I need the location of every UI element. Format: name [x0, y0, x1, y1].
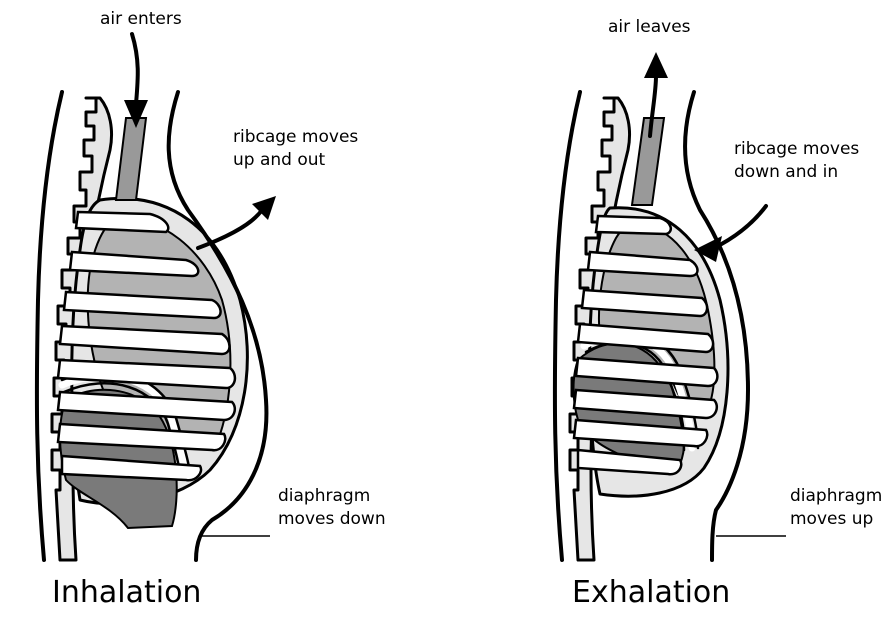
air-enters-label: air enters — [100, 9, 182, 29]
inhalation-panel: air enters ribcage moves up and out diap… — [37, 9, 386, 610]
air-leaves-label: air leaves — [608, 17, 691, 37]
exhalation-title: Exhalation — [572, 575, 730, 610]
inhalation-title: Inhalation — [52, 575, 201, 610]
ribcage-down-in-label: ribcage moves down and in — [734, 139, 865, 182]
exhalation-trachea — [632, 118, 664, 205]
diaphragm-moves-up-label: diaphragm moves up — [790, 486, 888, 529]
inhalation-trachea — [116, 118, 146, 200]
air-enters-arrow — [132, 34, 138, 104]
rib — [596, 216, 671, 234]
air-leaves-arrowhead — [644, 52, 668, 78]
ribcage-in-arrow — [714, 206, 766, 248]
diaphragm-moves-down-label: diaphragm moves down — [278, 486, 386, 529]
exhalation-panel: air leaves ribcage moves down and in dia… — [555, 17, 888, 610]
ribcage-out-arrow — [198, 210, 262, 248]
rib — [76, 212, 168, 232]
ribcage-up-out-label: ribcage moves up and out — [233, 127, 364, 170]
